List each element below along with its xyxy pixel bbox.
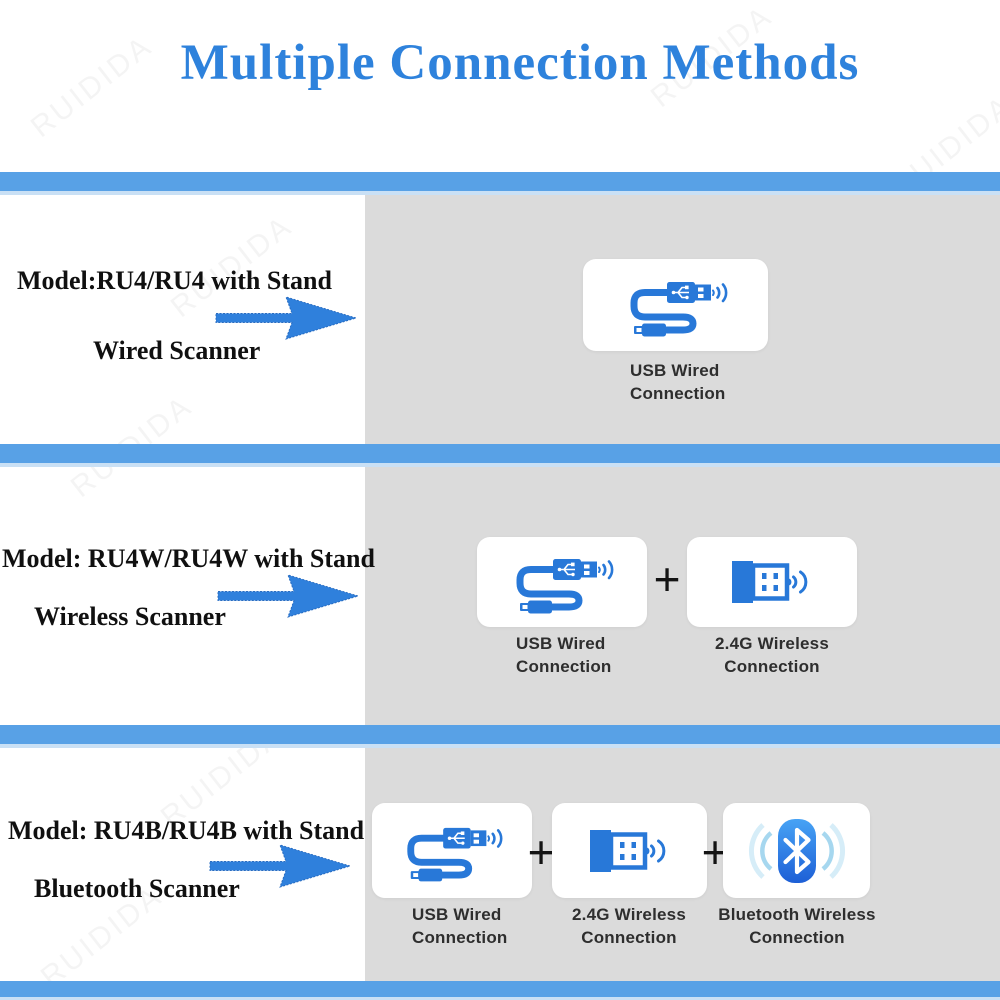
divider-bar: [0, 981, 1000, 1000]
connection-label: USB Wired Connection: [516, 632, 612, 678]
usb-wired-icon: [407, 827, 503, 882]
model-name-ru4b: Model: RU4B/RU4B with Stand: [8, 816, 365, 845]
divider-bar: [0, 172, 1000, 195]
wireless-24g-icon: [589, 829, 665, 872]
model-name-ru4: Model:RU4/RU4 with Stand: [17, 266, 332, 295]
connection-label-line: 2.4G Wireless: [715, 634, 829, 653]
page-title: Multiple Connection Methods: [180, 35, 860, 91]
arrow-right-icon: [215, 296, 358, 340]
connection-label-line: Connection: [749, 928, 845, 947]
scanner-type-bluetooth: Bluetooth Scanner: [34, 874, 240, 903]
connection-label-line: USB Wired: [630, 361, 720, 380]
connection-label: USB Wired Connection: [412, 903, 508, 949]
connection-label-line: Connection: [581, 928, 677, 947]
connection-label-line: Connection: [630, 384, 726, 403]
connection-label-line: Connection: [516, 657, 612, 676]
bluetooth-icon: [748, 818, 845, 883]
connection-label-line: Bluetooth Wireless: [718, 905, 876, 924]
connection-card-usb: [477, 537, 647, 627]
connection-card-usb: [583, 259, 768, 351]
arrow-right-icon: [217, 574, 360, 618]
usb-wired-icon: [630, 282, 727, 337]
connection-label-line: USB Wired: [516, 634, 606, 653]
plus-sign: +: [527, 826, 555, 878]
connection-label-line: 2.4G Wireless: [572, 905, 686, 924]
scanner-type-wireless: Wireless Scanner: [34, 602, 226, 631]
usb-wired-icon: [516, 559, 614, 614]
connection-panel-wireless: [365, 467, 1000, 725]
connection-card-bluetooth: [723, 803, 870, 898]
connection-label: 2.4G Wireless Connection: [687, 632, 857, 678]
connection-label-line: Connection: [724, 657, 820, 676]
connection-card-usb: [372, 803, 532, 898]
wireless-24g-icon: [732, 561, 808, 603]
connection-card-24g: [687, 537, 857, 627]
plus-sign: +: [653, 553, 681, 605]
divider-bar: [0, 444, 1000, 467]
connection-label-line: USB Wired: [412, 905, 502, 924]
connection-label: 2.4G Wireless Connection: [544, 903, 714, 949]
scanner-type-wired: Wired Scanner: [93, 336, 261, 365]
connection-card-24g: [552, 803, 707, 898]
connection-label-line: Connection: [412, 928, 508, 947]
connection-label: USB Wired Connection: [630, 359, 726, 405]
connection-label: Bluetooth Wireless Connection: [708, 903, 886, 949]
divider-bar: [0, 725, 1000, 748]
model-name-ru4w: Model: RU4W/RU4W with Stand: [2, 544, 375, 573]
arrow-right-icon: [209, 844, 352, 888]
